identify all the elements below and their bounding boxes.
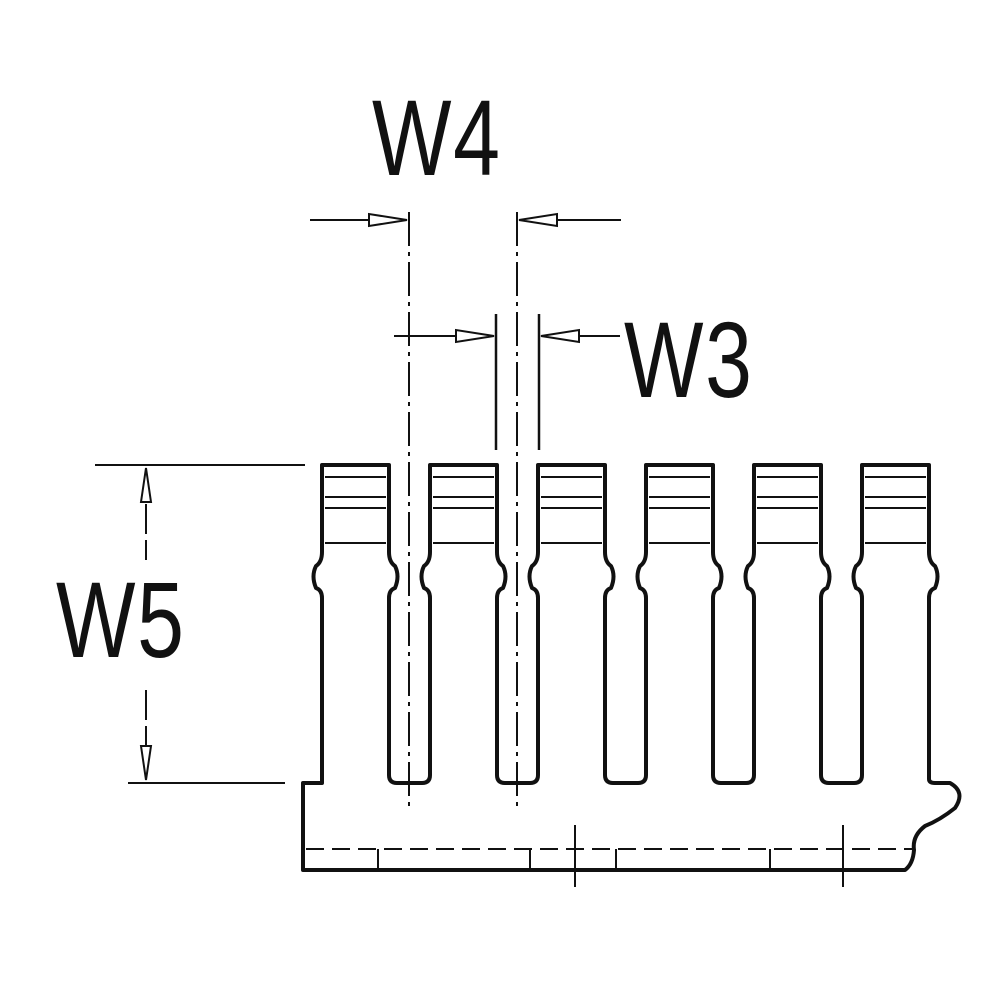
w3-arrow-left (540, 328, 580, 344)
w4-arrow-right (368, 212, 408, 228)
w5-arrow-up (139, 467, 153, 503)
dimension-lines (95, 212, 621, 808)
comb-outline (301, 463, 962, 887)
w3-arrow-right (455, 328, 495, 344)
w5-arrow-down (139, 745, 153, 781)
comb-body (301, 463, 962, 872)
label-w3: W3 (624, 299, 754, 420)
w4-arrow-left (518, 212, 558, 228)
label-w5: W5 (56, 559, 186, 680)
label-w4: W4 (372, 77, 502, 198)
